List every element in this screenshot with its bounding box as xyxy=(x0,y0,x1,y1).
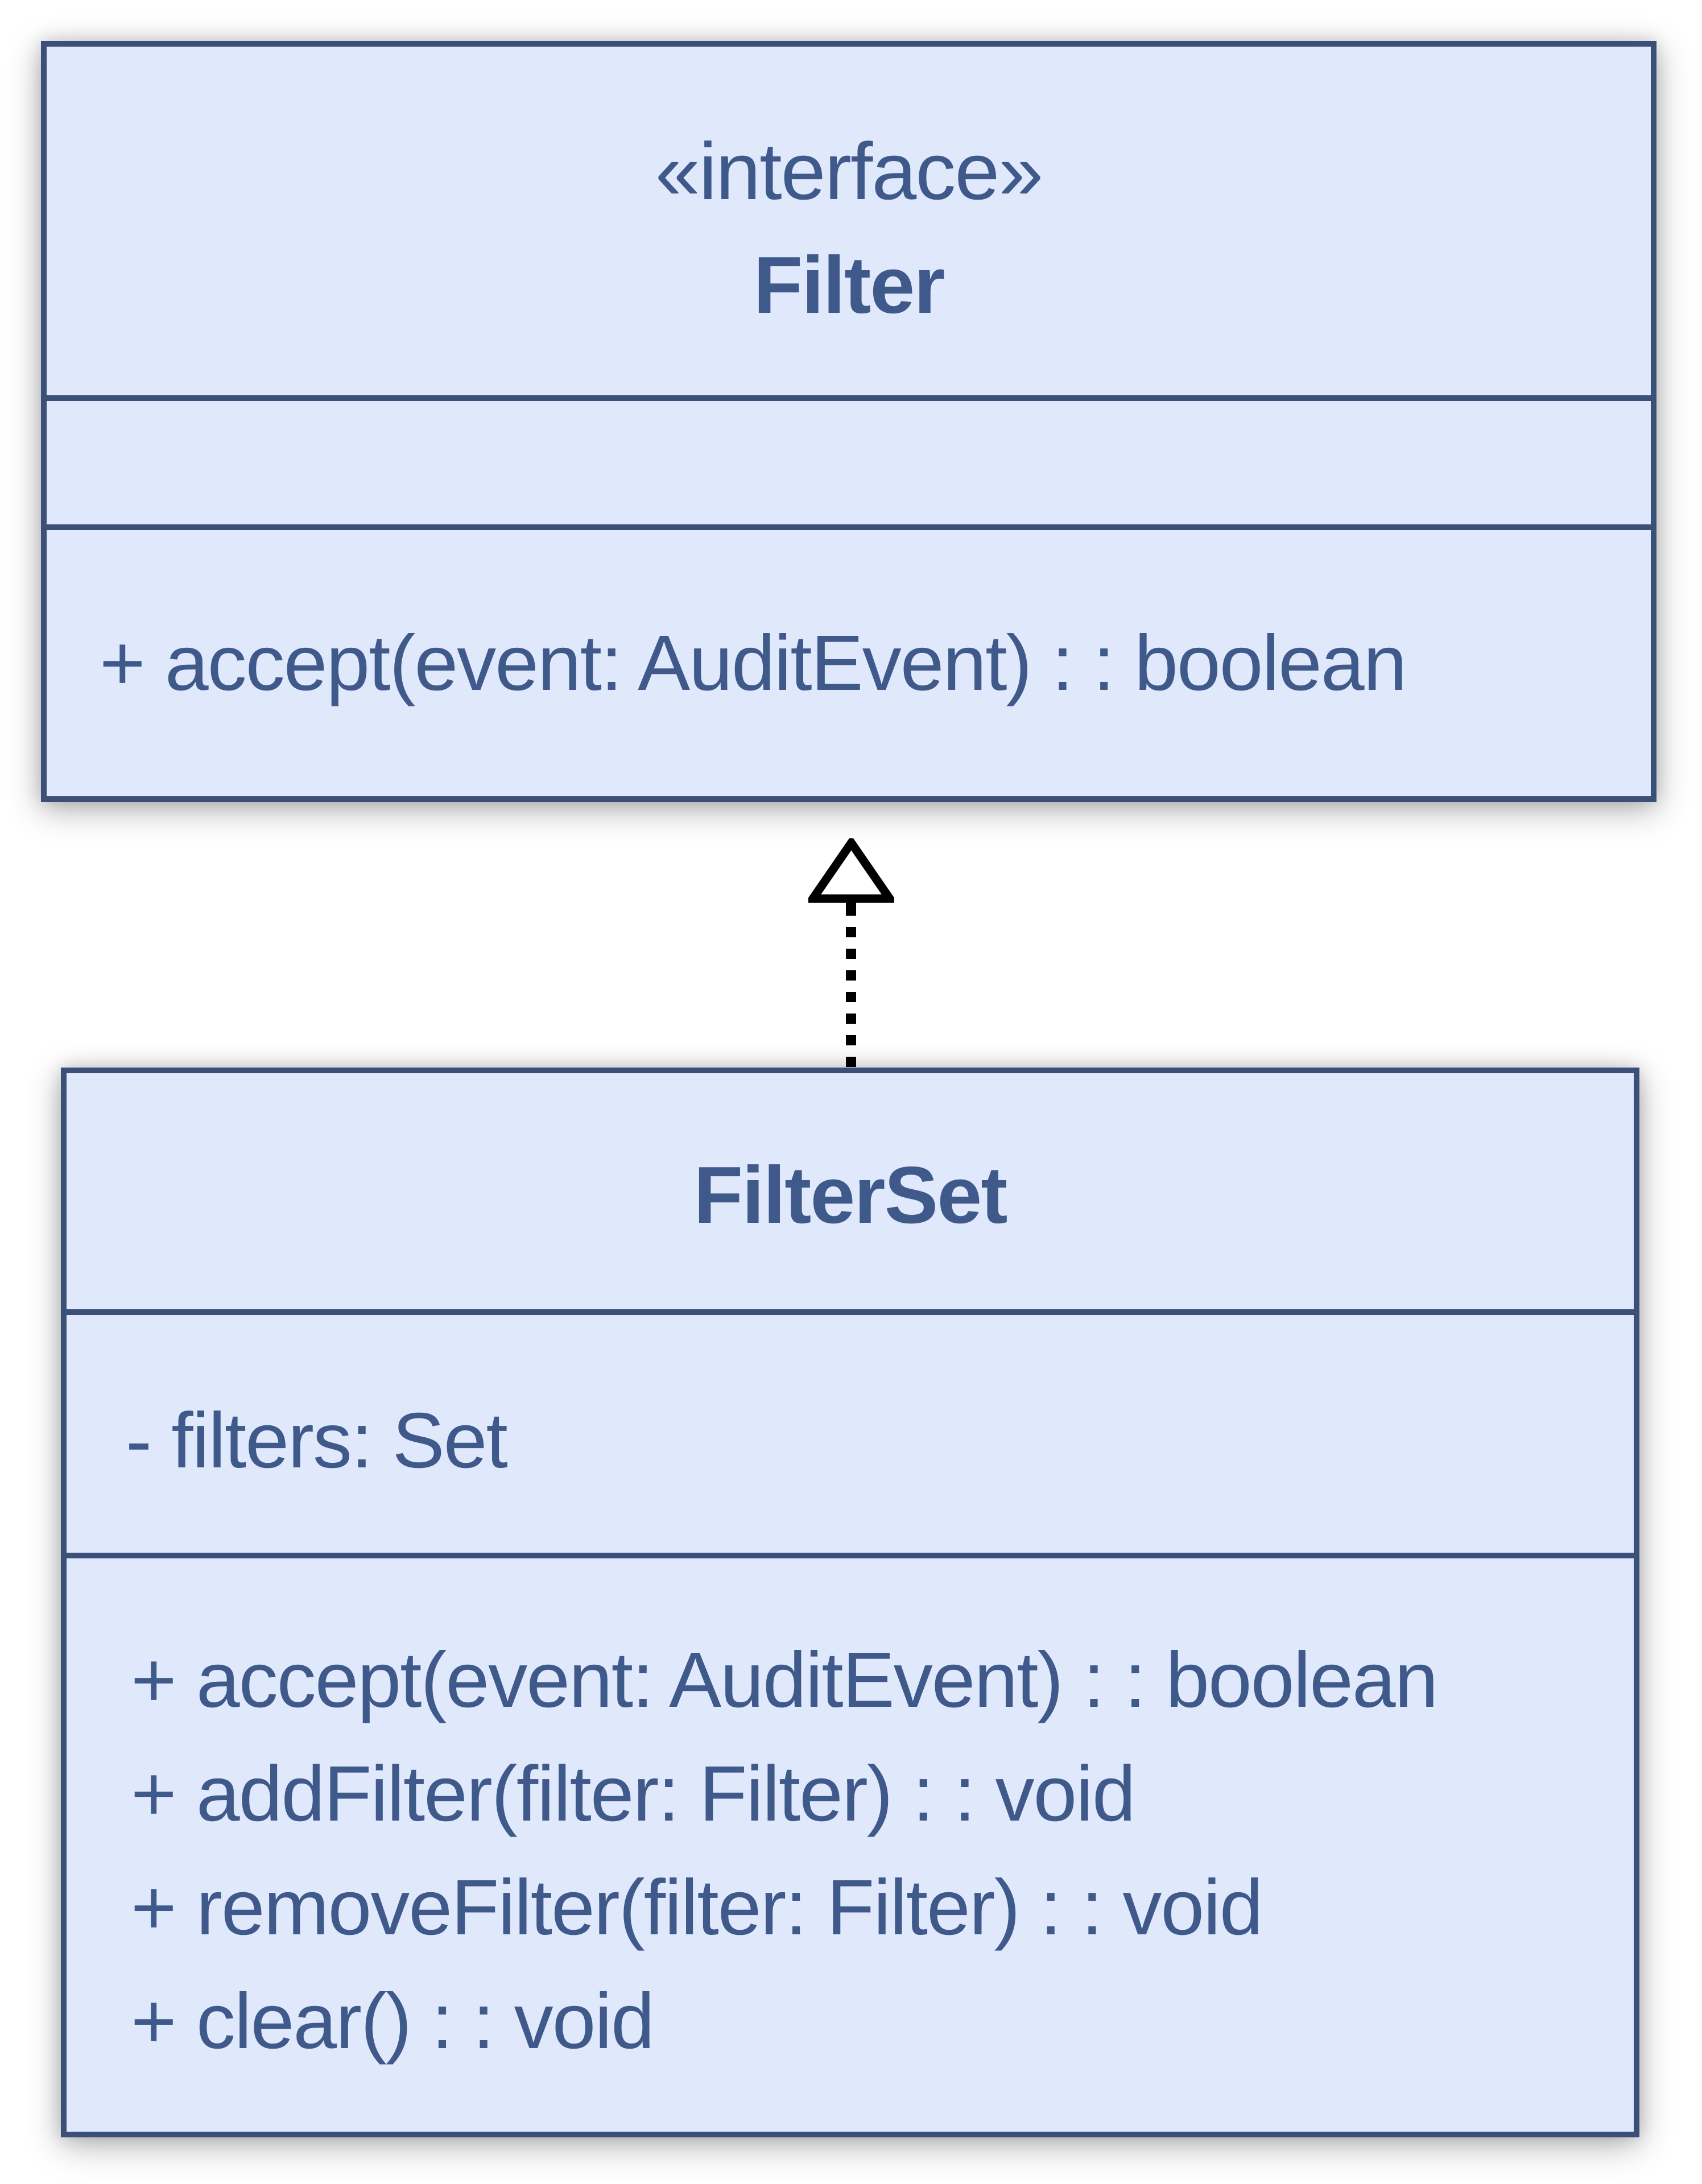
realization-arrow-stem xyxy=(846,902,856,916)
filter-stereotype-label: «interface» xyxy=(655,126,1044,217)
method-item: + removeFilter(filter: Filter) : : void xyxy=(131,1864,1263,1951)
class-node-filter[interactable]: «interface» Filter + accept(event: Audit… xyxy=(41,41,1656,802)
attribute-item: - filters: Set xyxy=(126,1397,508,1484)
filterset-attributes-compartment: - filters: Set xyxy=(67,1315,1634,1553)
compartment-divider xyxy=(47,524,1651,530)
filterset-class-name: FilterSet xyxy=(693,1149,1007,1240)
filter-methods-compartment: + accept(event: AuditEvent) : : boolean xyxy=(47,530,1651,796)
filterset-methods-compartment: + accept(event: AuditEvent) : : boolean … xyxy=(67,1558,1634,2132)
filterset-header-compartment: FilterSet xyxy=(67,1073,1634,1309)
class-node-filterset[interactable]: FilterSet - filters: Set + accept(event:… xyxy=(61,1068,1639,2137)
compartment-divider xyxy=(67,1309,1634,1315)
realization-dashed-line[interactable] xyxy=(846,927,856,1068)
method-item: + clear() : : void xyxy=(131,1978,655,2065)
filter-attributes-compartment-empty xyxy=(47,401,1651,524)
filter-class-name: Filter xyxy=(753,239,945,330)
compartment-divider xyxy=(67,1553,1634,1558)
compartment-divider xyxy=(47,395,1651,401)
hollow-triangle-arrowhead-icon xyxy=(808,838,894,903)
method-item: + accept(event: AuditEvent) : : boolean xyxy=(131,1636,1438,1724)
method-item: + accept(event: AuditEvent) : : boolean xyxy=(100,619,1407,707)
method-item: + addFilter(filter: Filter) : : void xyxy=(131,1750,1136,1838)
filter-header-compartment: «interface» Filter xyxy=(47,47,1651,395)
